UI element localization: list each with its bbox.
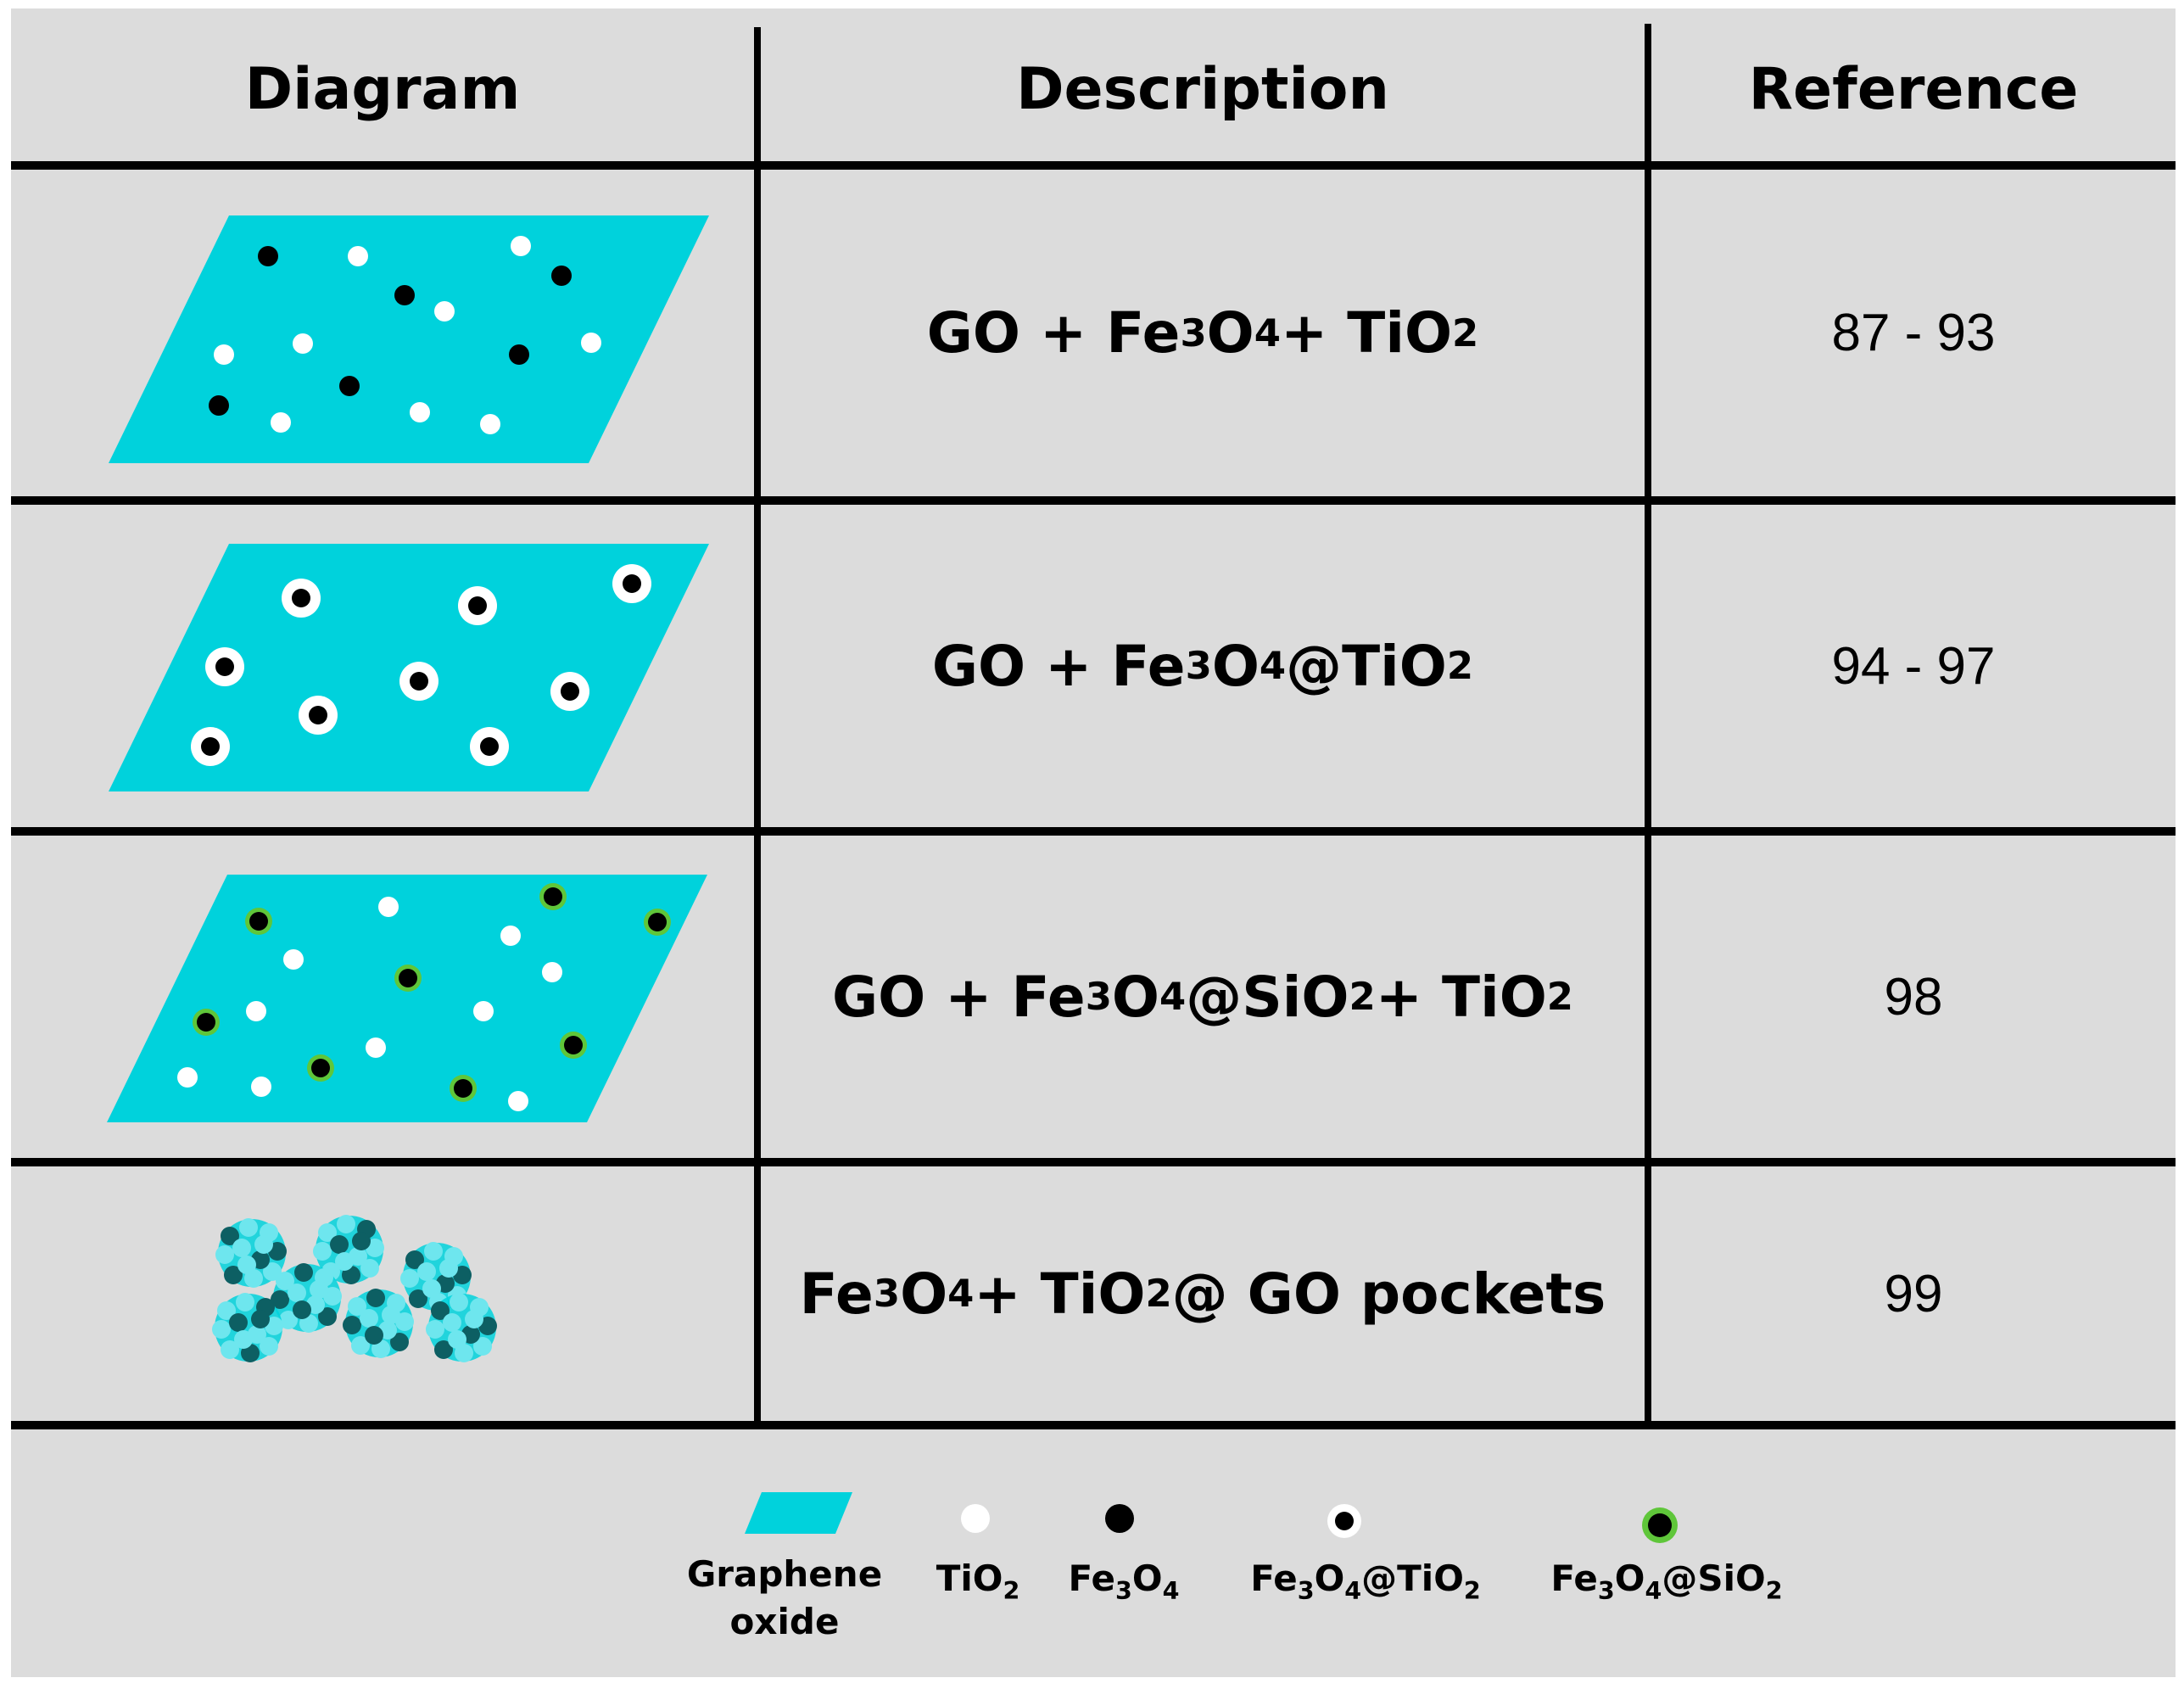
legend-graphene-oxide-label: Graphene oxide: [686, 1553, 883, 1642]
fe3o4-at-tio2-particles: [191, 564, 651, 766]
header-diagram: Diagram: [244, 55, 521, 123]
fe3o4-at-sio2-particles: [193, 883, 671, 1102]
divider-table-bottom: [11, 1421, 2176, 1429]
tio2-particles: [214, 236, 601, 434]
divider-row-3: [11, 1158, 2176, 1166]
go-pocket-cluster: [400, 1242, 472, 1311]
legend-fe3o4-tio2-symbol: [1327, 1504, 1361, 1538]
legend-graphene-oxide-swatch: [745, 1492, 852, 1534]
go-pocket-cluster: [313, 1215, 384, 1284]
legend-fe3o4-tio2-label: Fe3O4@TiO2: [1250, 1558, 1481, 1605]
column-divider-2: [1645, 24, 1651, 1425]
row-1-reference: 87 - 93: [1831, 304, 1996, 362]
graphene-oxide-sheet: [107, 875, 707, 1122]
column-divider-1: [754, 27, 761, 1425]
legend-fe3o4-label: Fe3O4: [1068, 1558, 1180, 1605]
go-pocket-cluster: [426, 1293, 497, 1362]
row-4-reference: 99: [1884, 1264, 1943, 1323]
legend-tio2-label: TiO2: [936, 1558, 1020, 1605]
tio2-particles: [177, 897, 562, 1111]
go-pocket-cluster: [212, 1293, 283, 1362]
go-pocket-cluster: [271, 1263, 342, 1333]
legend-fe3o4-sio2-symbol: [1642, 1507, 1678, 1543]
divider-header: [11, 161, 2176, 170]
legend-fe3o4-symbol: [1105, 1504, 1134, 1533]
header-description: Description: [1016, 55, 1389, 123]
fe3o4-particles: [209, 246, 572, 416]
go-pocket-cluster: [343, 1289, 414, 1358]
row-2-reference: 94 - 97: [1831, 636, 1996, 696]
divider-row-1: [11, 496, 2176, 505]
legend-fe3o4-sio2-label: Fe3O4@SiO2: [1550, 1558, 1783, 1605]
legend-tio2-symbol: [961, 1504, 990, 1533]
divider-row-2: [11, 827, 2176, 836]
row-3-reference: 98: [1884, 967, 1943, 1026]
header-reference: Reference: [1748, 55, 2079, 123]
